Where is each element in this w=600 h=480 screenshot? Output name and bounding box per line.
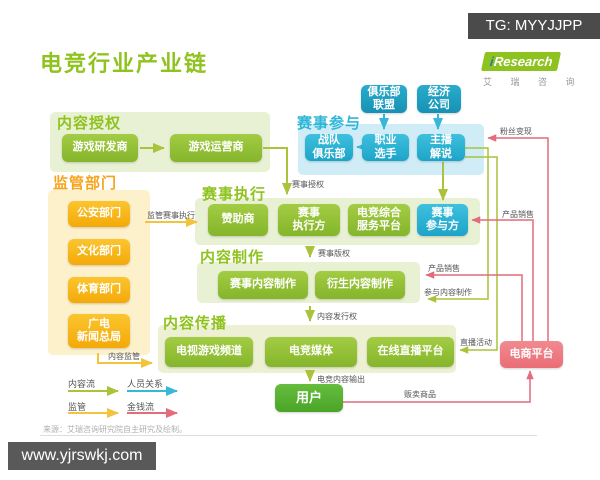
section-regulator-title: 监管部门 [53,175,118,192]
section-distribution-title: 内容传播 [163,315,228,332]
section-participation-title: 赛事参与 [297,115,362,132]
label-fan-monetization: 粉丝变现 [500,127,532,136]
node-event-content-production: 赛事内容制作 [218,271,308,299]
node-game-operator: 游戏运营商 [170,134,262,162]
node-tv-game-channel: 电视游戏频道 [165,337,253,367]
label-participate-content-production: 参与内容制作 [424,288,472,297]
node-sports-dept: 体育部门 [68,277,130,303]
node-event-executor: 赛事 执行方 [278,204,340,236]
node-event-participant: 赛事 参与方 [417,204,468,236]
node-pro-player: 职业 选手 [362,134,409,161]
node-user: 用户 [275,384,343,412]
node-broadcast-admin: 广电 新闻总局 [68,314,130,348]
node-derivative-content-production: 衍生内容制作 [315,271,405,299]
node-esports-media: 电竞媒体 [265,337,357,367]
logo-caption: 艾 瑞 咨 询 [483,77,583,87]
label-regulate-event-exec: 监管赛事执行 [147,211,195,220]
label-sell-goods: 贩卖商品 [404,390,436,399]
label-live-activity: 直播活动 [460,338,492,347]
section-production-title: 内容制作 [200,249,265,266]
legend-money-flow: 金钱流 [127,402,155,412]
page-title: 电竞行业产业链 [40,51,209,76]
section-execution-title: 赛事执行 [202,186,267,203]
node-public-security: 公安部门 [68,201,130,227]
label-content-regulation: 内容监管 [108,352,140,361]
label-esports-content-output: 电竞内容输出 [317,375,365,384]
legend-content-flow: 内容流 [68,379,96,389]
label-content-distribution-right: 内容发行权 [317,312,357,321]
node-host-commentator: 主播 解说 [417,134,465,161]
source-note: 来源：艾瑞咨询研究院自主研究及绘制。 [43,425,187,434]
label-product-sales-lower: 产品销售 [428,264,460,273]
node-club-union: 俱乐部 联盟 [361,85,407,113]
node-game-developer: 游戏研发商 [62,134,138,162]
label-product-sales-upper: 产品销售 [502,210,534,219]
footer-divider [40,435,537,436]
node-ecommerce-platform: 电商平台 [500,341,563,368]
label-event-license: 赛事授权 [292,180,324,189]
node-culture-dept: 文化部门 [68,239,130,265]
bottom-watermark: www.yjrswkj.com [8,442,156,470]
node-live-platform: 在线直播平台 [367,337,454,367]
node-esports-service-platform: 电竞综合 服务平台 [348,204,410,236]
label-event-copyright: 赛事版权 [318,249,350,258]
legend-supervision: 监管 [68,402,87,412]
section-licensing-title: 内容授权 [57,115,122,132]
logo-name: Research [492,54,553,69]
node-agency: 经济 公司 [417,85,461,113]
legend-personnel-relation: 人员关系 [127,379,164,389]
top-watermark: TG: MYYJJPP [468,13,600,39]
node-sponsor: 赞助商 [208,204,268,236]
node-team-club: 战队 俱乐部 [305,134,353,161]
